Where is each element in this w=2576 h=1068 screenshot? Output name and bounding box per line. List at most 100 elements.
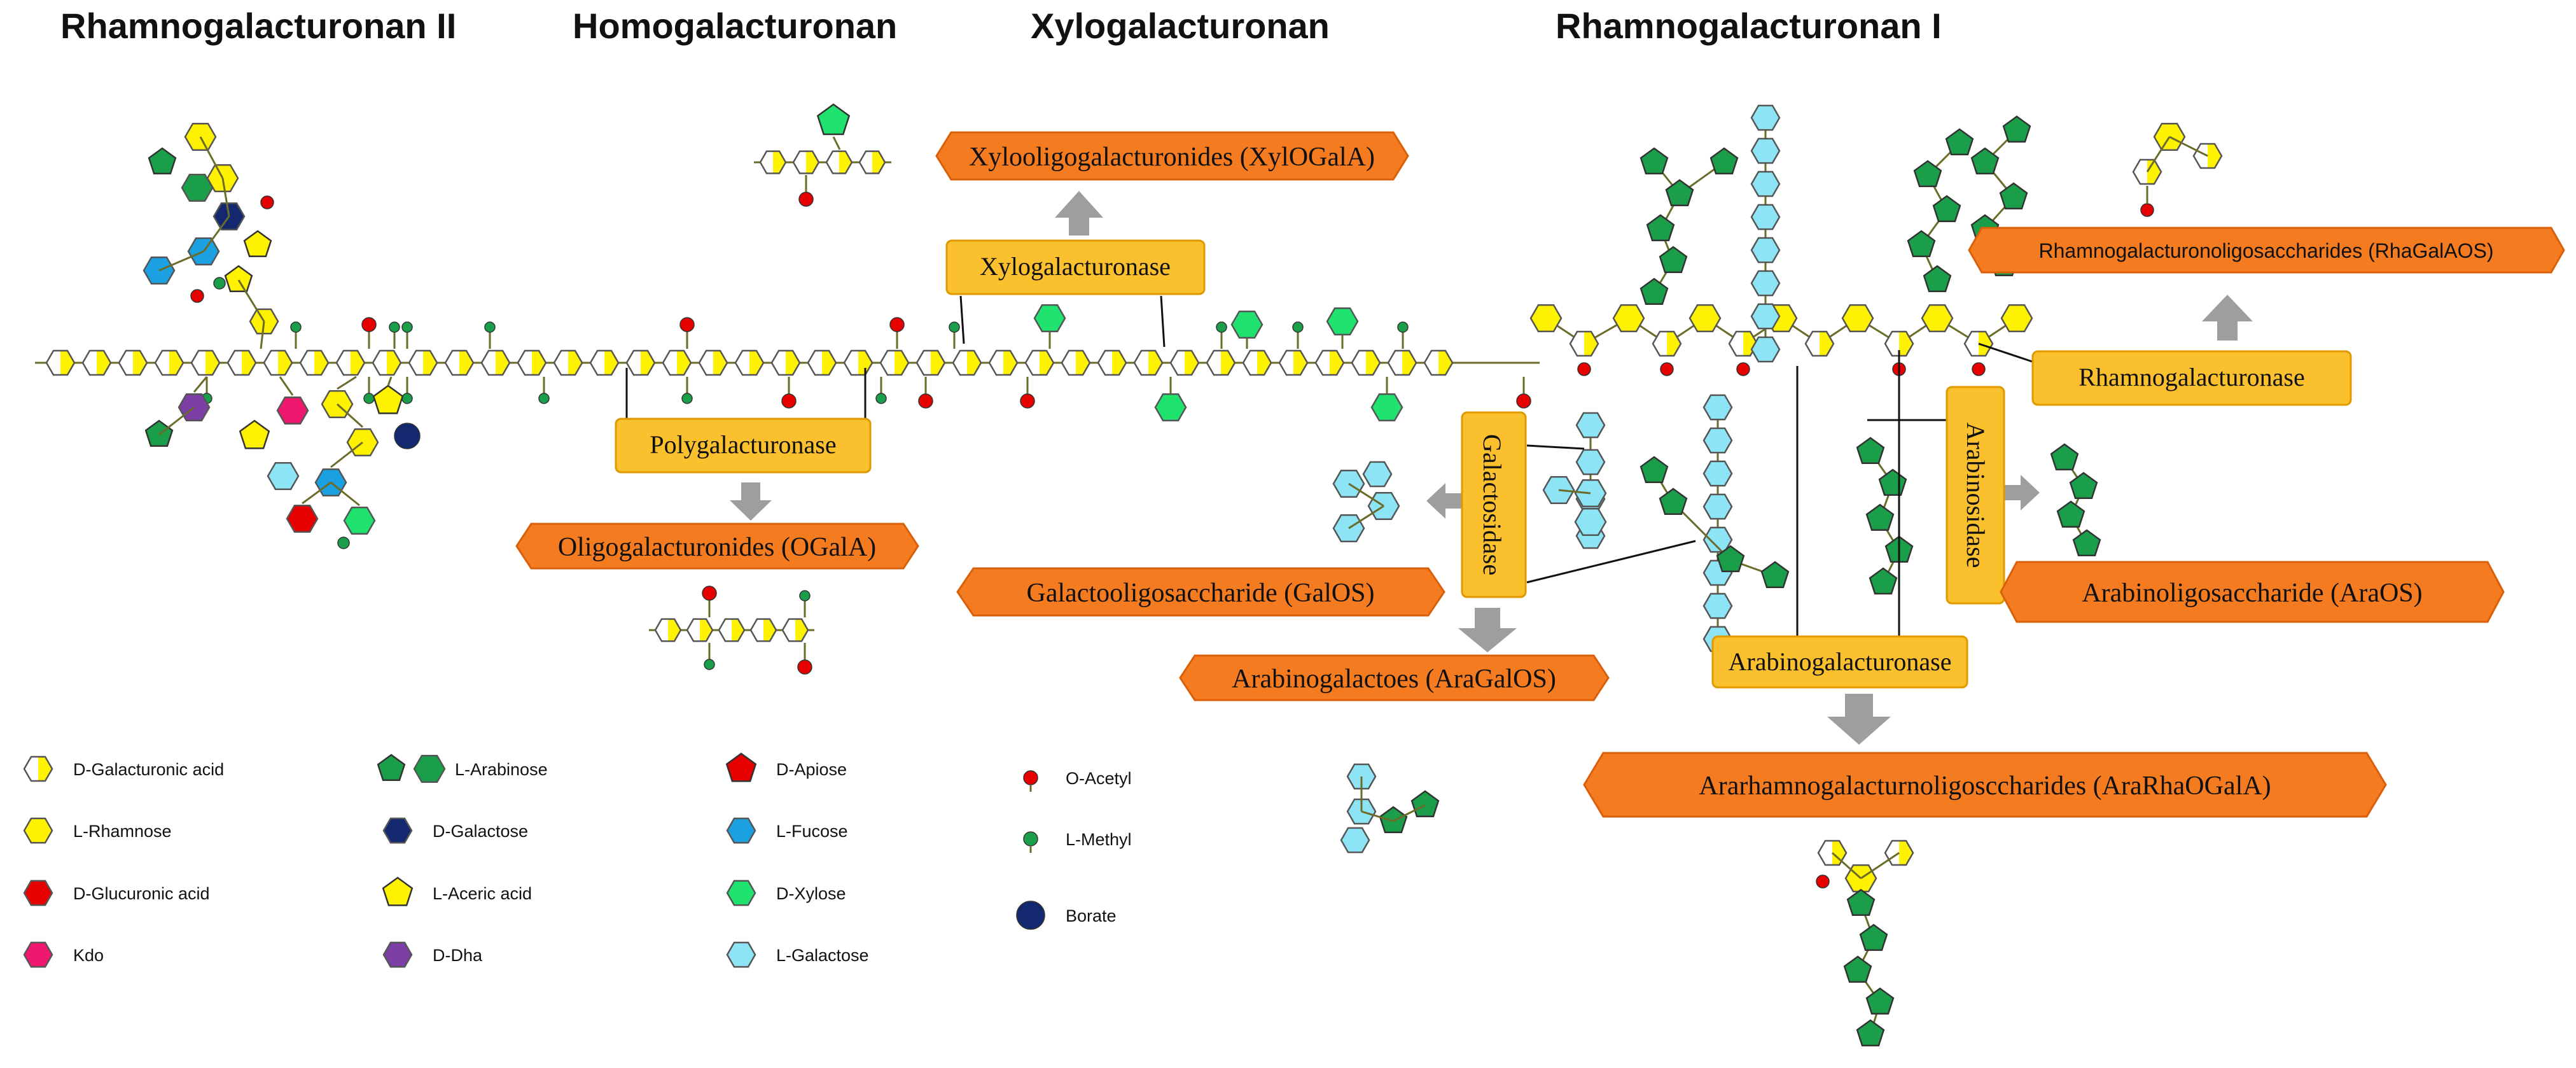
glycosidic-bond	[193, 376, 208, 393]
glycosidic-bond	[336, 403, 364, 428]
legend-item: L-Aceric acid	[382, 876, 532, 906]
o-acetyl-group	[1020, 393, 1035, 409]
gray-arrow-down	[730, 482, 772, 521]
o-acetyl-group	[2140, 203, 2154, 217]
legend-item: D-Galactose	[382, 817, 528, 844]
l-galactose-unit	[1702, 394, 1733, 421]
glycosidic-bond	[199, 136, 224, 179]
galacturonic-acid-unit	[858, 150, 886, 174]
legend-swatch	[23, 817, 53, 844]
l-arabinose-unit	[1999, 182, 2028, 210]
methyl-group	[401, 393, 413, 404]
galacturonic-acid-unit	[1024, 349, 1055, 376]
cleavage-arrow	[1978, 342, 2036, 364]
glycosidic-bond	[158, 250, 204, 272]
legend-swatch	[382, 817, 413, 844]
l-rhamnose-unit	[1612, 304, 1645, 333]
galacturonic-acid-unit	[718, 618, 746, 642]
galacturonic-acid-unit	[654, 618, 682, 642]
glycosidic-bond	[1348, 505, 1384, 530]
legend-item: L-Fucose	[726, 817, 848, 844]
glycosidic-bond	[387, 376, 393, 386]
o-acetyl-group	[260, 195, 274, 209]
galacturonic-acid-unit	[1169, 349, 1200, 376]
enzyme-arabinogalacturonase: Arabinogalacturonase	[1711, 635, 1968, 689]
legend-swatch	[377, 754, 406, 782]
l-arabinose-unit	[1932, 195, 1961, 223]
l-arabinose-unit	[2072, 529, 2101, 557]
title-rhamnogalacturonan-ii: Rhamnogalacturonan II	[60, 6, 456, 46]
enzyme-galactosidase: Galactosidase	[1461, 411, 1527, 598]
l-galactose-unit	[1362, 461, 1393, 488]
o-acetyl-group	[679, 317, 695, 332]
title-homogalacturonan: Homogalacturonan	[573, 6, 897, 46]
methyl-group	[389, 321, 400, 333]
galacturonic-acid-unit	[1652, 330, 1682, 357]
galacturonic-acid-unit	[662, 349, 692, 376]
glycosidic-bond	[1393, 804, 1426, 822]
l-galactose-unit	[1702, 593, 1733, 619]
product-aragalos: Arabinogalactoes (AraGalOS)	[1179, 654, 1610, 701]
product-label: Oligogalacturonides (OGalA)	[558, 533, 876, 562]
galacturonic-acid-unit	[45, 349, 76, 376]
legend-swatch	[23, 941, 53, 968]
title-rhamnogalacturonan-i: Rhamnogalacturonan I	[1556, 6, 1942, 46]
o-acetyl-group	[361, 317, 377, 332]
legend-swatch-galacturonic	[23, 755, 53, 782]
glycosidic-bond	[2146, 136, 2171, 172]
kdo-unit	[276, 396, 309, 425]
legend-label: D-Dha	[433, 946, 483, 965]
enzyme-arabinosidase: Arabinosidase	[1946, 386, 2005, 605]
product-label: Arabinoligosaccharide (AraOS)	[2082, 579, 2422, 608]
galacturonic-acid-unit	[807, 349, 837, 376]
l-rhamnose-unit	[1688, 304, 1722, 333]
methyl-group	[484, 321, 496, 333]
methyl-group	[290, 321, 302, 333]
gray-arrow-down	[1827, 694, 1891, 745]
glycosidic-bond	[279, 376, 294, 396]
l-arabinose-unit	[1878, 468, 1907, 496]
glycosidic-bond	[202, 216, 230, 252]
l-galactose-unit	[1750, 104, 1781, 131]
o-acetyl-group	[797, 659, 812, 675]
l-galactose-unit	[1750, 303, 1781, 330]
o-acetyl-group	[1816, 875, 1830, 889]
galacturonic-acid-unit	[843, 349, 874, 376]
d-glucuronic-acid-unit	[286, 504, 319, 533]
l-galactose-unit	[1750, 171, 1781, 197]
galacturonic-acid-unit	[734, 349, 765, 376]
gray-arrow-up	[1055, 191, 1103, 235]
enzyme-polygalacturonase: Polygalacturonase	[615, 418, 872, 474]
o-acetyl-group	[190, 289, 204, 303]
title-xylogalacturonan: Xylogalacturonan	[1031, 6, 1330, 46]
legend-label: L-Methyl	[1066, 830, 1132, 849]
glycosidic-bond	[2169, 136, 2208, 157]
l-galactose-unit	[1575, 449, 1606, 475]
l-arabinose-unit	[2002, 115, 2031, 143]
l-arabinose-unit	[1865, 987, 1895, 1015]
galacturonic-acid-unit	[553, 349, 583, 376]
d-xylose-unit	[816, 103, 851, 136]
galacturonic-acid-unit	[625, 349, 656, 376]
legend-item: D-Apiose	[725, 752, 847, 782]
product-label: Xylooligogalacturonides (XylOGalA)	[969, 143, 1375, 172]
methyl-group	[875, 393, 887, 404]
galacturonic-acid-unit	[1817, 840, 1848, 866]
l-arabinose-unit	[144, 419, 174, 447]
galacturonic-acid-unit	[1569, 330, 1599, 357]
l-arabinose-unit	[1856, 437, 1885, 465]
galacturonic-acid-unit	[190, 349, 221, 376]
legend-label: L-Rhamnose	[73, 822, 172, 841]
product-arrows	[730, 191, 2253, 745]
galacturonic-acid-unit	[81, 349, 112, 376]
o-acetyl-group	[702, 586, 717, 601]
galacturonic-acid-unit	[444, 349, 475, 376]
galacturonic-acid-unit	[916, 349, 946, 376]
galacturonic-acid-unit	[226, 349, 257, 376]
galacturonic-acid-unit	[408, 349, 438, 376]
l-arabinose-unit	[1760, 561, 1790, 589]
legend-item: L-Galactose	[726, 941, 869, 968]
glycosidic-bond	[158, 406, 195, 436]
l-arabinose-unit	[1379, 806, 1408, 834]
